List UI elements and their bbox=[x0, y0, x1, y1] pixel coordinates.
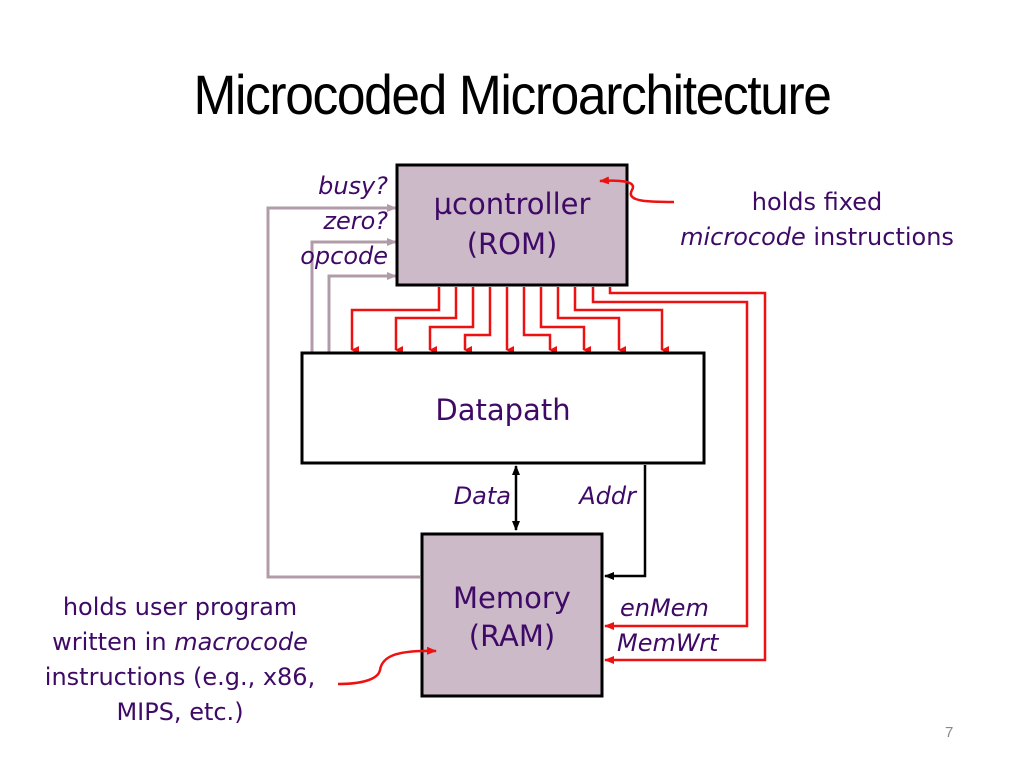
ram-annotation-line4: MIPS, etc.) bbox=[116, 698, 243, 726]
addr-bus-line bbox=[604, 465, 647, 580]
zero-feedback-line bbox=[310, 238, 397, 353]
control-line bbox=[539, 287, 591, 354]
control-lines bbox=[350, 287, 767, 664]
control-line bbox=[394, 287, 458, 354]
memory-label: Memory bbox=[453, 581, 571, 615]
ram-annotation-line1: holds user program bbox=[63, 593, 297, 621]
control-line bbox=[522, 287, 557, 354]
page-number: 7 bbox=[945, 724, 954, 741]
rom-annotation-rest: instructions bbox=[806, 223, 954, 251]
memwrt-signal-label: MemWrt bbox=[617, 629, 720, 657]
ram-annotation-italic: macrocode bbox=[174, 628, 308, 656]
rom-annotation-line2: microcode instructions bbox=[680, 223, 954, 251]
busy-signal-label: busy? bbox=[318, 172, 388, 200]
busy-feedback-line bbox=[266, 204, 420, 579]
ram-annotation-prefix: written in bbox=[52, 628, 174, 656]
ram-annotation-line3: instructions (e.g., x86, bbox=[45, 663, 315, 691]
control-line bbox=[556, 287, 626, 354]
rom-annotation-line1: holds fixed bbox=[752, 188, 883, 216]
opcode-feedback-line bbox=[327, 272, 397, 353]
controller-label: µcontroller bbox=[434, 187, 591, 221]
status-feedback-lines bbox=[266, 204, 420, 579]
memory-buses bbox=[512, 465, 647, 580]
ram-annotation-arrow bbox=[337, 646, 437, 686]
controller-rom-label: (ROM) bbox=[467, 227, 558, 261]
control-line bbox=[573, 287, 669, 354]
control-line bbox=[350, 287, 441, 354]
control-line bbox=[463, 287, 492, 354]
ram-annotation-line2: written in macrocode bbox=[52, 628, 308, 656]
datapath-block bbox=[300, 351, 706, 465]
opcode-signal-label: opcode bbox=[300, 242, 388, 270]
memory-ram-block bbox=[420, 532, 604, 698]
datapath-label: Datapath bbox=[435, 393, 570, 427]
addr-bus-label: Addr bbox=[577, 482, 638, 510]
slide-title: Microcoded Microarchitecture bbox=[193, 63, 831, 126]
control-line bbox=[428, 287, 475, 354]
controller-rom-block bbox=[395, 163, 629, 287]
memwrt-control-line bbox=[604, 287, 767, 664]
memory-ram-label: (RAM) bbox=[469, 619, 555, 653]
data-bus-label: Data bbox=[454, 482, 511, 510]
enmem-control-line bbox=[591, 287, 749, 630]
rom-annotation-italic: microcode bbox=[680, 223, 806, 251]
rom-annotation-arrow bbox=[599, 176, 675, 204]
enmem-signal-label: enMem bbox=[620, 594, 709, 622]
zero-signal-label: zero? bbox=[322, 207, 388, 235]
